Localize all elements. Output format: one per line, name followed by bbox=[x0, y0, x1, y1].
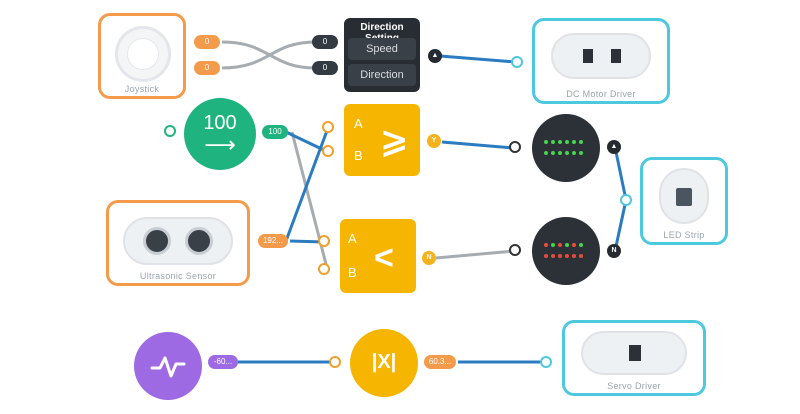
wire-direction-motor bbox=[439, 54, 517, 64]
display-2-input-port[interactable] bbox=[509, 244, 521, 256]
abs-output[interactable]: 60.3... bbox=[424, 355, 456, 369]
ultrasonic-board bbox=[123, 217, 233, 265]
joystick-card[interactable]: Joystick bbox=[98, 13, 186, 99]
led-dot bbox=[565, 140, 569, 144]
wire-display-strip-down bbox=[613, 199, 628, 252]
joystick-knob[interactable] bbox=[115, 26, 171, 82]
ultrasonic-label: Ultrasonic Sensor bbox=[139, 271, 217, 281]
led-display-green[interactable] bbox=[532, 114, 600, 182]
led-dot bbox=[579, 140, 583, 144]
led-strip-input-port[interactable] bbox=[620, 194, 632, 206]
compare-lt-block[interactable]: A B < bbox=[340, 219, 416, 293]
lt-label-a: A bbox=[348, 231, 357, 246]
direction-option-speed[interactable]: Speed bbox=[348, 38, 416, 60]
display-2-output-badge[interactable]: N bbox=[607, 244, 621, 258]
arrow-right-icon: ⟶ bbox=[204, 132, 236, 157]
wire-ge-display bbox=[441, 140, 515, 150]
led-dot bbox=[544, 151, 548, 155]
joystick-label: Joystick bbox=[124, 84, 160, 94]
led-dot bbox=[544, 140, 548, 144]
led-dot bbox=[558, 151, 562, 155]
led-dot bbox=[551, 140, 555, 144]
less-than-icon: < bbox=[374, 239, 394, 277]
direction-input-1[interactable]: 0 bbox=[312, 35, 338, 49]
direction-setting-block[interactable]: Direction Setting Speed Direction bbox=[344, 18, 420, 92]
ge-input-b-port[interactable] bbox=[322, 145, 334, 157]
led-dot bbox=[558, 243, 562, 247]
pulse-wave-icon bbox=[150, 356, 186, 378]
display-1-input-port[interactable] bbox=[509, 141, 521, 153]
number-block[interactable]: 100 ⟶ bbox=[184, 98, 256, 170]
servo-label: Servo Driver bbox=[607, 381, 661, 391]
abs-input-port[interactable] bbox=[329, 356, 341, 368]
wire-joystick-direction bbox=[221, 40, 317, 70]
motor-label: DC Motor Driver bbox=[566, 89, 636, 99]
joystick-output-2[interactable]: 0 bbox=[194, 61, 220, 75]
led-dot bbox=[565, 243, 569, 247]
ge-label-b: B bbox=[354, 148, 363, 163]
lt-input-a-port[interactable] bbox=[318, 235, 330, 247]
wave-output[interactable]: -60... bbox=[208, 355, 238, 369]
direction-input-2[interactable]: 0 bbox=[312, 61, 338, 75]
led-strip-card[interactable]: LED Strip bbox=[640, 157, 728, 245]
motor-board bbox=[551, 33, 651, 79]
servo-board bbox=[581, 331, 687, 375]
dc-motor-card[interactable]: DC Motor Driver bbox=[532, 18, 670, 104]
wire-ultrasonic-ge-a bbox=[284, 127, 330, 242]
led-dot bbox=[558, 254, 562, 258]
ge-input-a-port[interactable] bbox=[322, 121, 334, 133]
abs-symbol: |X| bbox=[371, 351, 397, 373]
wire-lt-display bbox=[435, 249, 515, 260]
servo-card[interactable]: Servo Driver bbox=[562, 320, 706, 396]
number-value: 100 bbox=[203, 112, 237, 134]
display-1-output-badge[interactable]: ▲ bbox=[607, 140, 621, 154]
led-dot bbox=[558, 140, 562, 144]
ultrasonic-card[interactable]: Ultrasonic Sensor bbox=[106, 200, 250, 286]
ultrasonic-output[interactable]: 192... bbox=[258, 234, 288, 248]
led-dot bbox=[572, 254, 576, 258]
lt-output-badge[interactable]: N bbox=[422, 251, 436, 265]
led-dot bbox=[579, 151, 583, 155]
joystick-output-1[interactable]: 0 bbox=[194, 35, 220, 49]
led-dot bbox=[544, 243, 548, 247]
led-strip-board bbox=[659, 168, 709, 224]
led-dot bbox=[579, 243, 583, 247]
number-output[interactable]: 100 bbox=[262, 125, 288, 139]
led-strip-label: LED Strip bbox=[663, 230, 705, 240]
led-dot bbox=[579, 254, 583, 258]
direction-output-badge[interactable]: ▲ bbox=[428, 49, 442, 63]
abs-block[interactable]: |X| bbox=[350, 329, 418, 397]
wave-block[interactable] bbox=[134, 332, 202, 400]
number-input-port[interactable] bbox=[164, 125, 176, 137]
led-dot bbox=[572, 151, 576, 155]
led-dot bbox=[565, 254, 569, 258]
compare-ge-block[interactable]: A B ⩾ bbox=[344, 104, 420, 176]
servo-input-port[interactable] bbox=[540, 356, 552, 368]
ge-output-badge[interactable]: Y bbox=[427, 134, 441, 148]
led-dot bbox=[551, 254, 555, 258]
led-display-red[interactable] bbox=[532, 217, 600, 285]
greater-equal-icon: ⩾ bbox=[380, 122, 409, 160]
ge-label-a: A bbox=[354, 116, 363, 131]
lt-input-b-port[interactable] bbox=[318, 263, 330, 275]
led-dot bbox=[551, 151, 555, 155]
led-dot bbox=[544, 254, 548, 258]
motor-input-port[interactable] bbox=[511, 56, 523, 68]
led-dot bbox=[551, 243, 555, 247]
led-dot bbox=[572, 140, 576, 144]
led-dot bbox=[565, 151, 569, 155]
led-dot bbox=[572, 243, 576, 247]
wire-display-strip-up bbox=[613, 146, 628, 201]
lt-label-b: B bbox=[348, 265, 357, 280]
direction-option-direction[interactable]: Direction bbox=[348, 64, 416, 86]
